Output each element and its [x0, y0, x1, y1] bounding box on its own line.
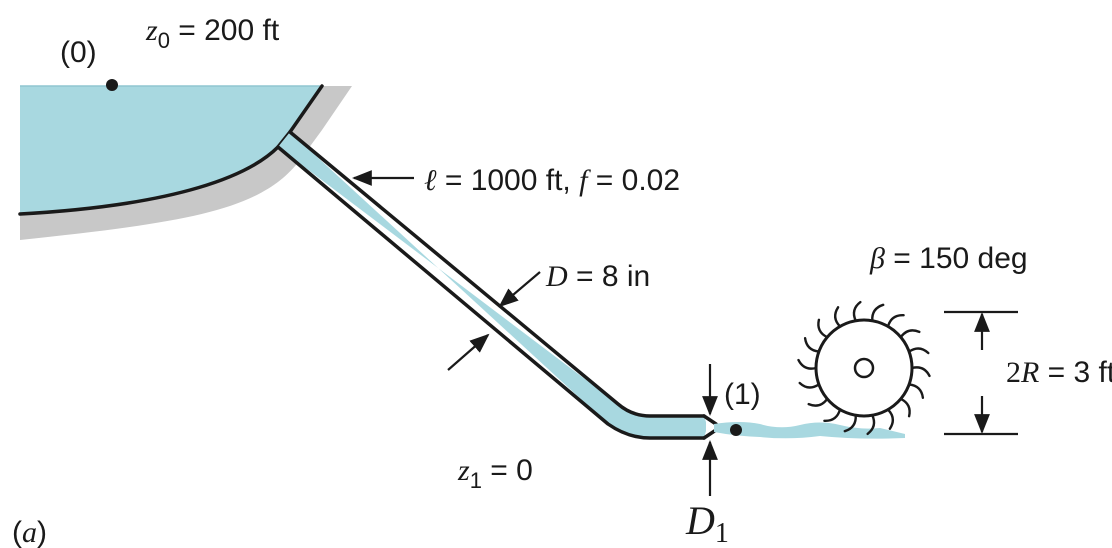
- z1-subscript: 1: [470, 468, 482, 493]
- diameter-symbol: D: [545, 260, 568, 293]
- pelton-wheel: [797, 300, 931, 436]
- wheel-bucket: [797, 358, 818, 370]
- figure-tag: (a): [12, 516, 47, 548]
- wheel-bucket: [843, 414, 857, 433]
- point-0-label: (0): [60, 36, 97, 69]
- figure-tag-letter: a: [22, 516, 37, 548]
- wheel-bucket: [798, 381, 821, 389]
- wheel-bucket: [886, 313, 905, 328]
- pipe-water: [278, 132, 706, 438]
- z0-variable: z: [145, 14, 158, 47]
- beta-label: β = 150 deg: [869, 242, 1028, 275]
- diameter-arrow-lower: [447, 333, 490, 371]
- diameter-arrow-upper: [498, 271, 541, 308]
- wheel-bucket: [807, 397, 829, 407]
- figure-tag-close: ): [37, 516, 47, 548]
- pipe-ell-symbol: ℓ: [424, 164, 437, 197]
- pipe-lower-wall: [276, 145, 706, 440]
- jet-d-symbol: D: [685, 498, 715, 543]
- point-1-label: (1): [724, 378, 761, 411]
- wheel-bucket: [907, 347, 930, 355]
- wheel-bucket: [817, 318, 829, 339]
- wheel-bucket: [871, 303, 885, 322]
- beta-value: = 150 deg: [885, 242, 1028, 275]
- pipe-length-friction-label: ℓ = 1000 ft, f = 0.02: [424, 164, 680, 197]
- wheel-bucket: [803, 337, 821, 353]
- z0-subscript: 0: [158, 28, 170, 53]
- radius-two: 2: [1006, 356, 1021, 389]
- pipe-upper-wall: [288, 130, 706, 418]
- radius-value: = 3 ft: [1039, 356, 1112, 389]
- wheel-bucket: [866, 414, 876, 436]
- radius-symbol: R: [1020, 356, 1039, 389]
- wheel-bucket: [823, 408, 842, 423]
- reservoir-water: [20, 86, 320, 214]
- point-0-marker: [106, 79, 118, 91]
- wheel-bucket: [907, 383, 925, 399]
- point-1-marker: [730, 424, 742, 436]
- z1-variable: z: [457, 454, 470, 487]
- jet-d-subscript: 1: [715, 518, 729, 548]
- wheel-bucket: [899, 397, 911, 418]
- jet-diameter-label: D1: [685, 498, 729, 548]
- figure-tag-open: (: [12, 516, 22, 548]
- pipe-f-value: = 0.02: [587, 164, 680, 197]
- wheel-hub: [853, 357, 875, 379]
- wheel-bucket: [834, 306, 842, 328]
- pipe-diameter-label: D = 8 in: [545, 260, 650, 293]
- diameter-value: = 8 in: [568, 260, 651, 293]
- reservoir-bank-outline: [18, 84, 324, 216]
- z1-value: = 0: [482, 454, 533, 487]
- z0-value: = 200 ft: [170, 14, 280, 47]
- z1-label: z1 = 0: [457, 454, 533, 493]
- z0-label: z0 = 200 ft: [145, 14, 280, 53]
- pipe-length-value: = 1000 ft,: [437, 164, 580, 197]
- wheel-bucket: [886, 408, 894, 430]
- beta-symbol: β: [869, 242, 885, 275]
- reservoir-ground-shadow: [20, 86, 352, 240]
- wheel-bucket: [910, 366, 931, 378]
- wheel-bucket: [899, 329, 921, 339]
- wheel-bucket: [852, 300, 862, 322]
- wheel-radius-label: 2R = 3 ft: [1006, 356, 1112, 389]
- water-jet: [714, 422, 905, 439]
